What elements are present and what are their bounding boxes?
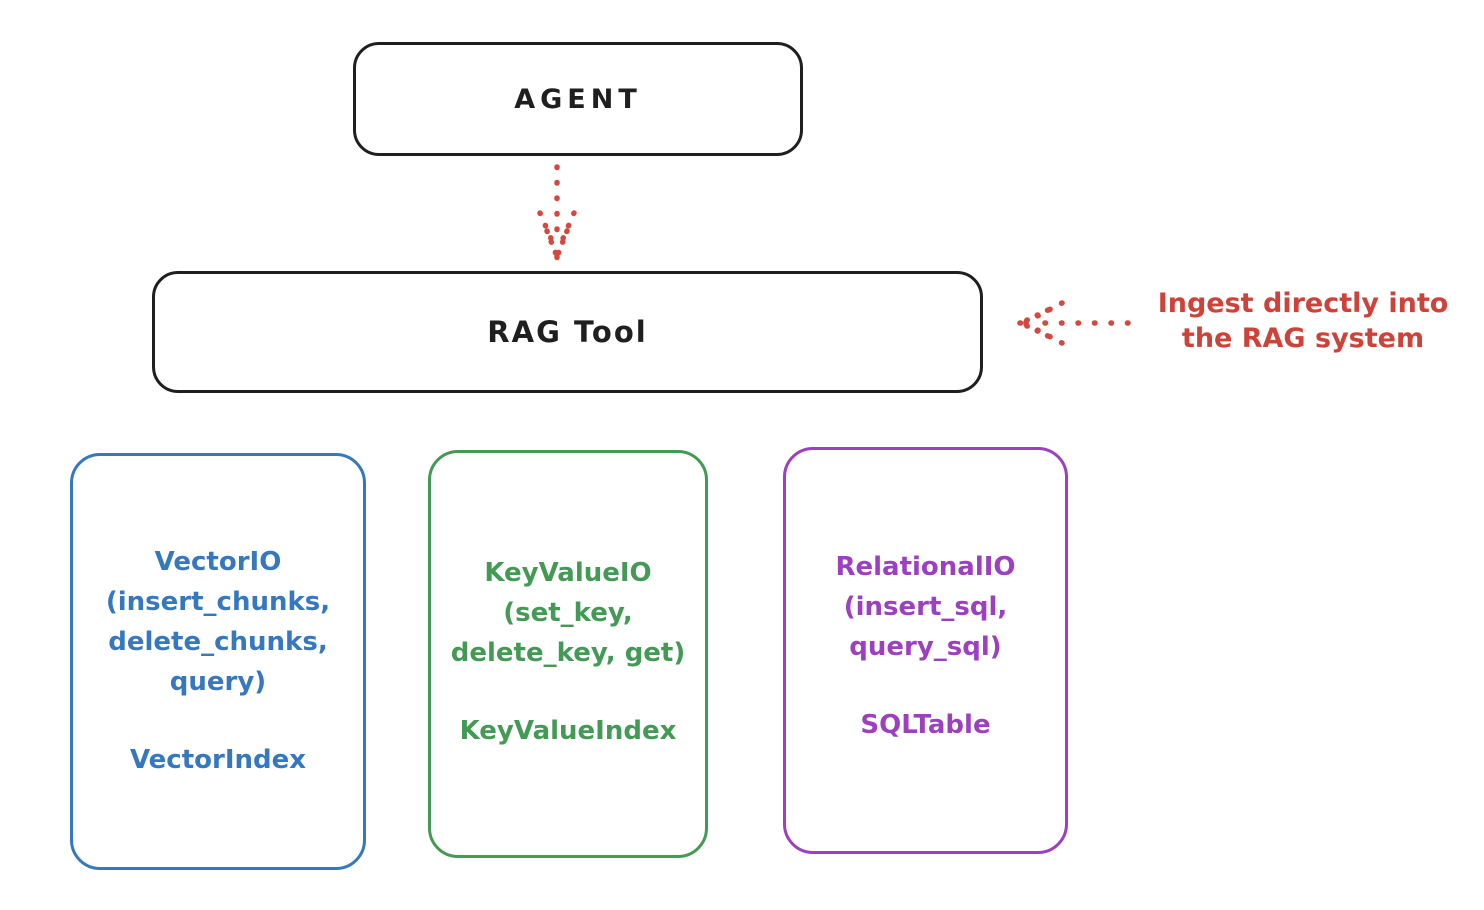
rag-tool-label: RAG Tool: [487, 315, 648, 349]
agent-to-ragtool-arrow-icon: [537, 164, 577, 261]
agent-label: AGENT: [514, 83, 642, 115]
io-line: VectorIO: [154, 547, 282, 577]
rag-tool-box: RAG Tool: [152, 271, 983, 393]
keyvalue-io-signature: KeyValueIO (set_key, delete_key, get): [431, 553, 705, 673]
io-line: query): [169, 667, 267, 697]
io-line: (set_key,: [503, 598, 633, 628]
io-line: query_sql): [849, 632, 1002, 662]
io-line: (insert_chunks,: [105, 587, 331, 617]
keyvalue-index-label: KeyValueIndex: [459, 716, 677, 746]
ingest-annotation: Ingest directly into the RAG system: [1138, 286, 1468, 356]
io-line: (insert_sql,: [843, 592, 1008, 622]
sql-table-label: SQLTable: [860, 710, 991, 740]
annotation-to-ragtool-arrow-icon: [1017, 300, 1131, 346]
ingest-annotation-line2: the RAG system: [1181, 323, 1425, 354]
relational-io-box: RelationalIO (insert_sql, query_sql) SQL…: [783, 447, 1068, 854]
ingest-annotation-line1: Ingest directly into: [1157, 288, 1449, 319]
agent-box: AGENT: [353, 42, 803, 156]
relational-io-signature: RelationalIO (insert_sql, query_sql): [786, 547, 1065, 667]
io-line: RelationalIO: [835, 552, 1016, 582]
keyvalue-io-box: KeyValueIO (set_key, delete_key, get) Ke…: [428, 450, 708, 858]
vector-io-signature: VectorIO (insert_chunks, delete_chunks, …: [73, 542, 363, 702]
vector-io-box: VectorIO (insert_chunks, delete_chunks, …: [70, 453, 366, 870]
io-line: delete_key, get): [450, 638, 686, 668]
vector-index-label: VectorIndex: [129, 745, 307, 775]
io-line: delete_chunks,: [108, 627, 328, 657]
io-line: KeyValueIO: [484, 558, 652, 588]
